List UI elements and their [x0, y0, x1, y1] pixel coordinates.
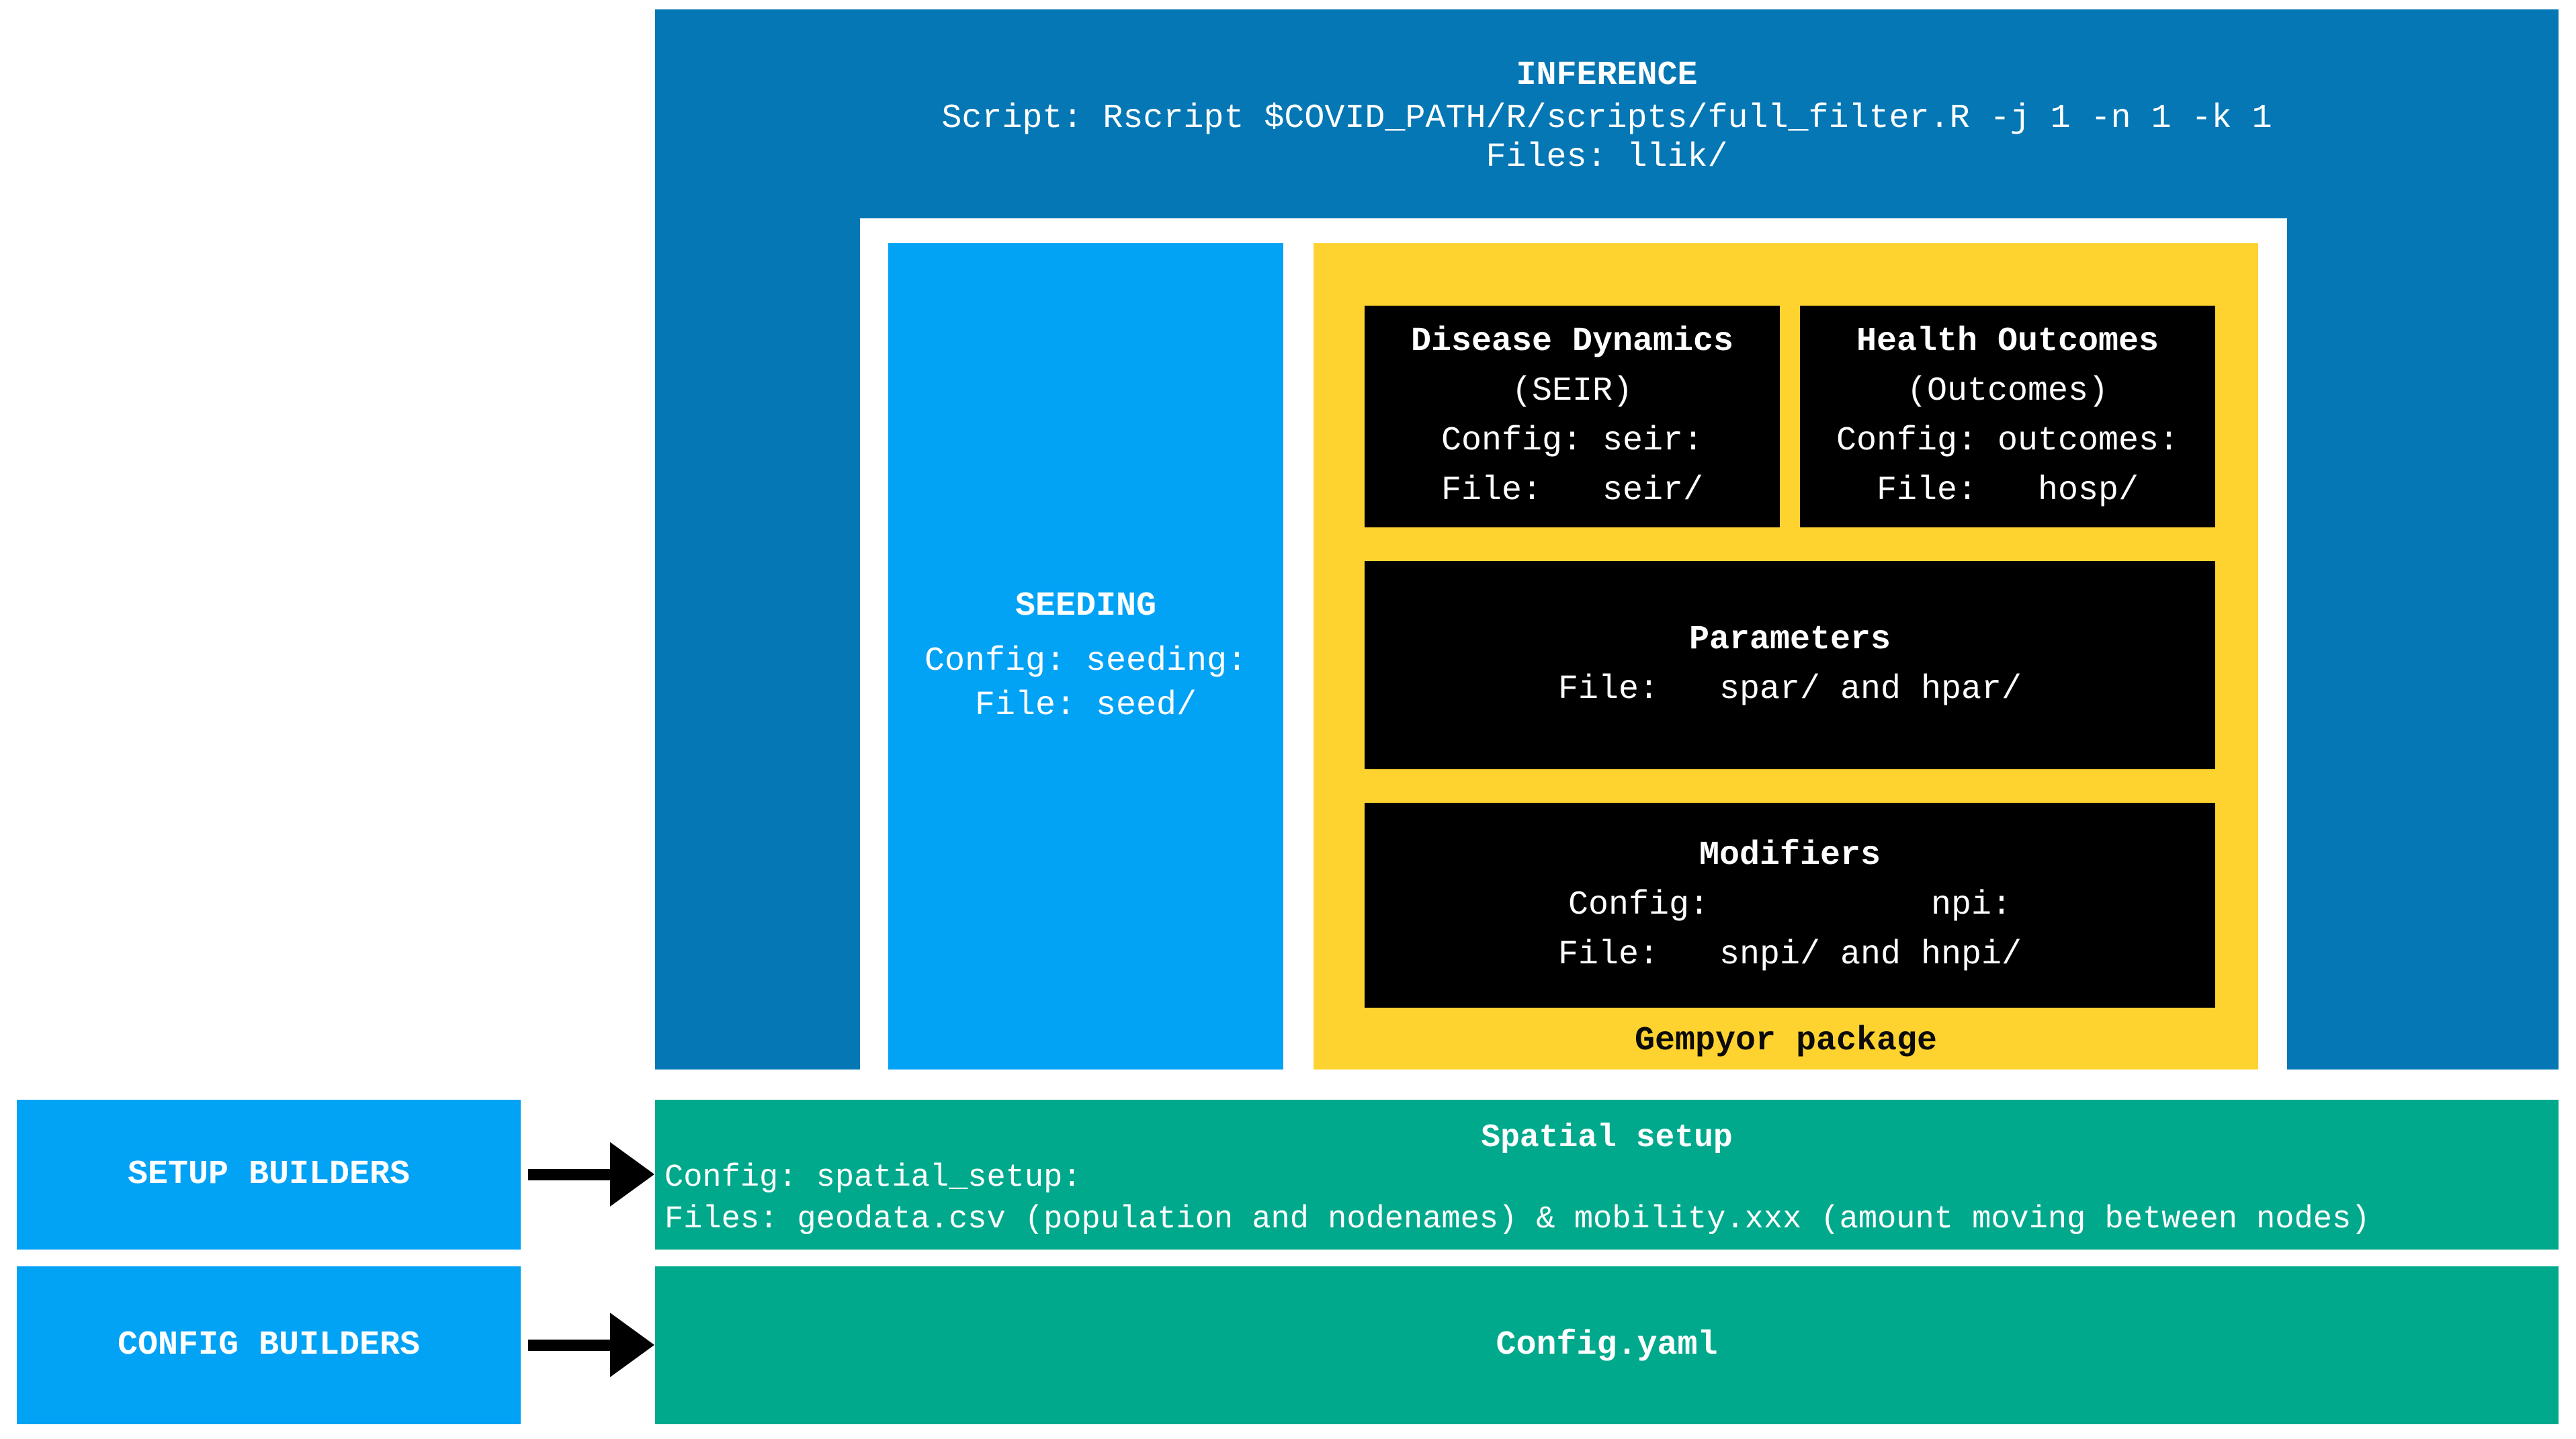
arrow-shaft [528, 1340, 611, 1351]
inference-title: INFERENCE [1516, 56, 1698, 95]
disease-dynamics-subtitle: (SEIR) [1511, 372, 1633, 410]
seeding-config-line: Config: seeding: [924, 642, 1248, 681]
spatial-setup-config-line: Config: spatial_setup: [664, 1160, 1082, 1196]
health-outcomes-subtitle: (Outcomes) [1906, 372, 2109, 410]
disease-dynamics-box: Disease Dynamics (SEIR) Config: seir: Fi… [1365, 306, 1780, 527]
health-outcomes-config-line: Config: outcomes: [1836, 422, 2180, 460]
health-outcomes-file-line: File: hosp/ [1876, 472, 2139, 510]
inference-text-block: INFERENCE Script: Rscript $COVID_PATH/R/… [655, 56, 2559, 177]
setup-builders-box: SETUP BUILDERS [17, 1100, 521, 1250]
arrow-head [610, 1142, 654, 1207]
parameters-file-line: File: spar/ and hpar/ [1557, 670, 2022, 709]
inference-files-line: Files: llik/ [1486, 138, 1728, 177]
seeding-box: SEEDING Config: seeding: File: seed/ [888, 243, 1283, 1070]
seeding-title: SEEDING [1015, 587, 1157, 625]
disease-dynamics-file-line: File: seir/ [1441, 472, 1704, 510]
config-builders-box: CONFIG BUILDERS [17, 1266, 521, 1424]
spatial-setup-files-line: Files: geodata.csv (population and noden… [664, 1202, 2370, 1237]
arrow-head [610, 1313, 654, 1377]
modifiers-title: Modifiers [1699, 836, 1881, 875]
modifiers-config-line: Config: npi: [1568, 885, 2012, 924]
setup-builders-arrow-icon [528, 1142, 656, 1207]
arrow-shaft [528, 1169, 611, 1180]
inference-inner-area: SEEDING Config: seeding: File: seed/ Dis… [860, 218, 2287, 1070]
health-outcomes-box: Health Outcomes (Outcomes) Config: outco… [1800, 306, 2215, 527]
inference-script-line: Script: Rscript $COVID_PATH/R/scripts/fu… [941, 99, 2272, 138]
config-builders-label: CONFIG BUILDERS [117, 1326, 421, 1364]
parameters-title: Parameters [1688, 621, 1891, 659]
gempyor-package-box: Disease Dynamics (SEIR) Config: seir: Fi… [1314, 243, 2258, 1070]
seeding-file-line: File: seed/ [974, 687, 1197, 725]
modifiers-file-line: File: snpi/ and hnpi/ [1557, 935, 2022, 974]
config-yaml-title: Config.yaml [1496, 1326, 1718, 1364]
gempyor-package-label: Gempyor package [1634, 1022, 1938, 1060]
disease-dynamics-title: Disease Dynamics [1410, 322, 1734, 361]
spatial-setup-box: Spatial setup Config: spatial_setup: Fil… [655, 1100, 2559, 1250]
spatial-setup-title: Spatial setup [1481, 1120, 1733, 1156]
setup-builders-label: SETUP BUILDERS [127, 1155, 411, 1194]
config-yaml-box: Config.yaml [655, 1266, 2559, 1424]
modifiers-box: Modifiers Config: npi: File: snpi/ and h… [1365, 803, 2215, 1008]
inference-box: INFERENCE Script: Rscript $COVID_PATH/R/… [655, 9, 2559, 1070]
health-outcomes-title: Health Outcomes [1856, 322, 2159, 361]
disease-dynamics-config-line: Config: seir: [1441, 422, 1704, 460]
parameters-box: Parameters File: spar/ and hpar/ [1365, 561, 2215, 769]
config-builders-arrow-icon [528, 1313, 656, 1377]
